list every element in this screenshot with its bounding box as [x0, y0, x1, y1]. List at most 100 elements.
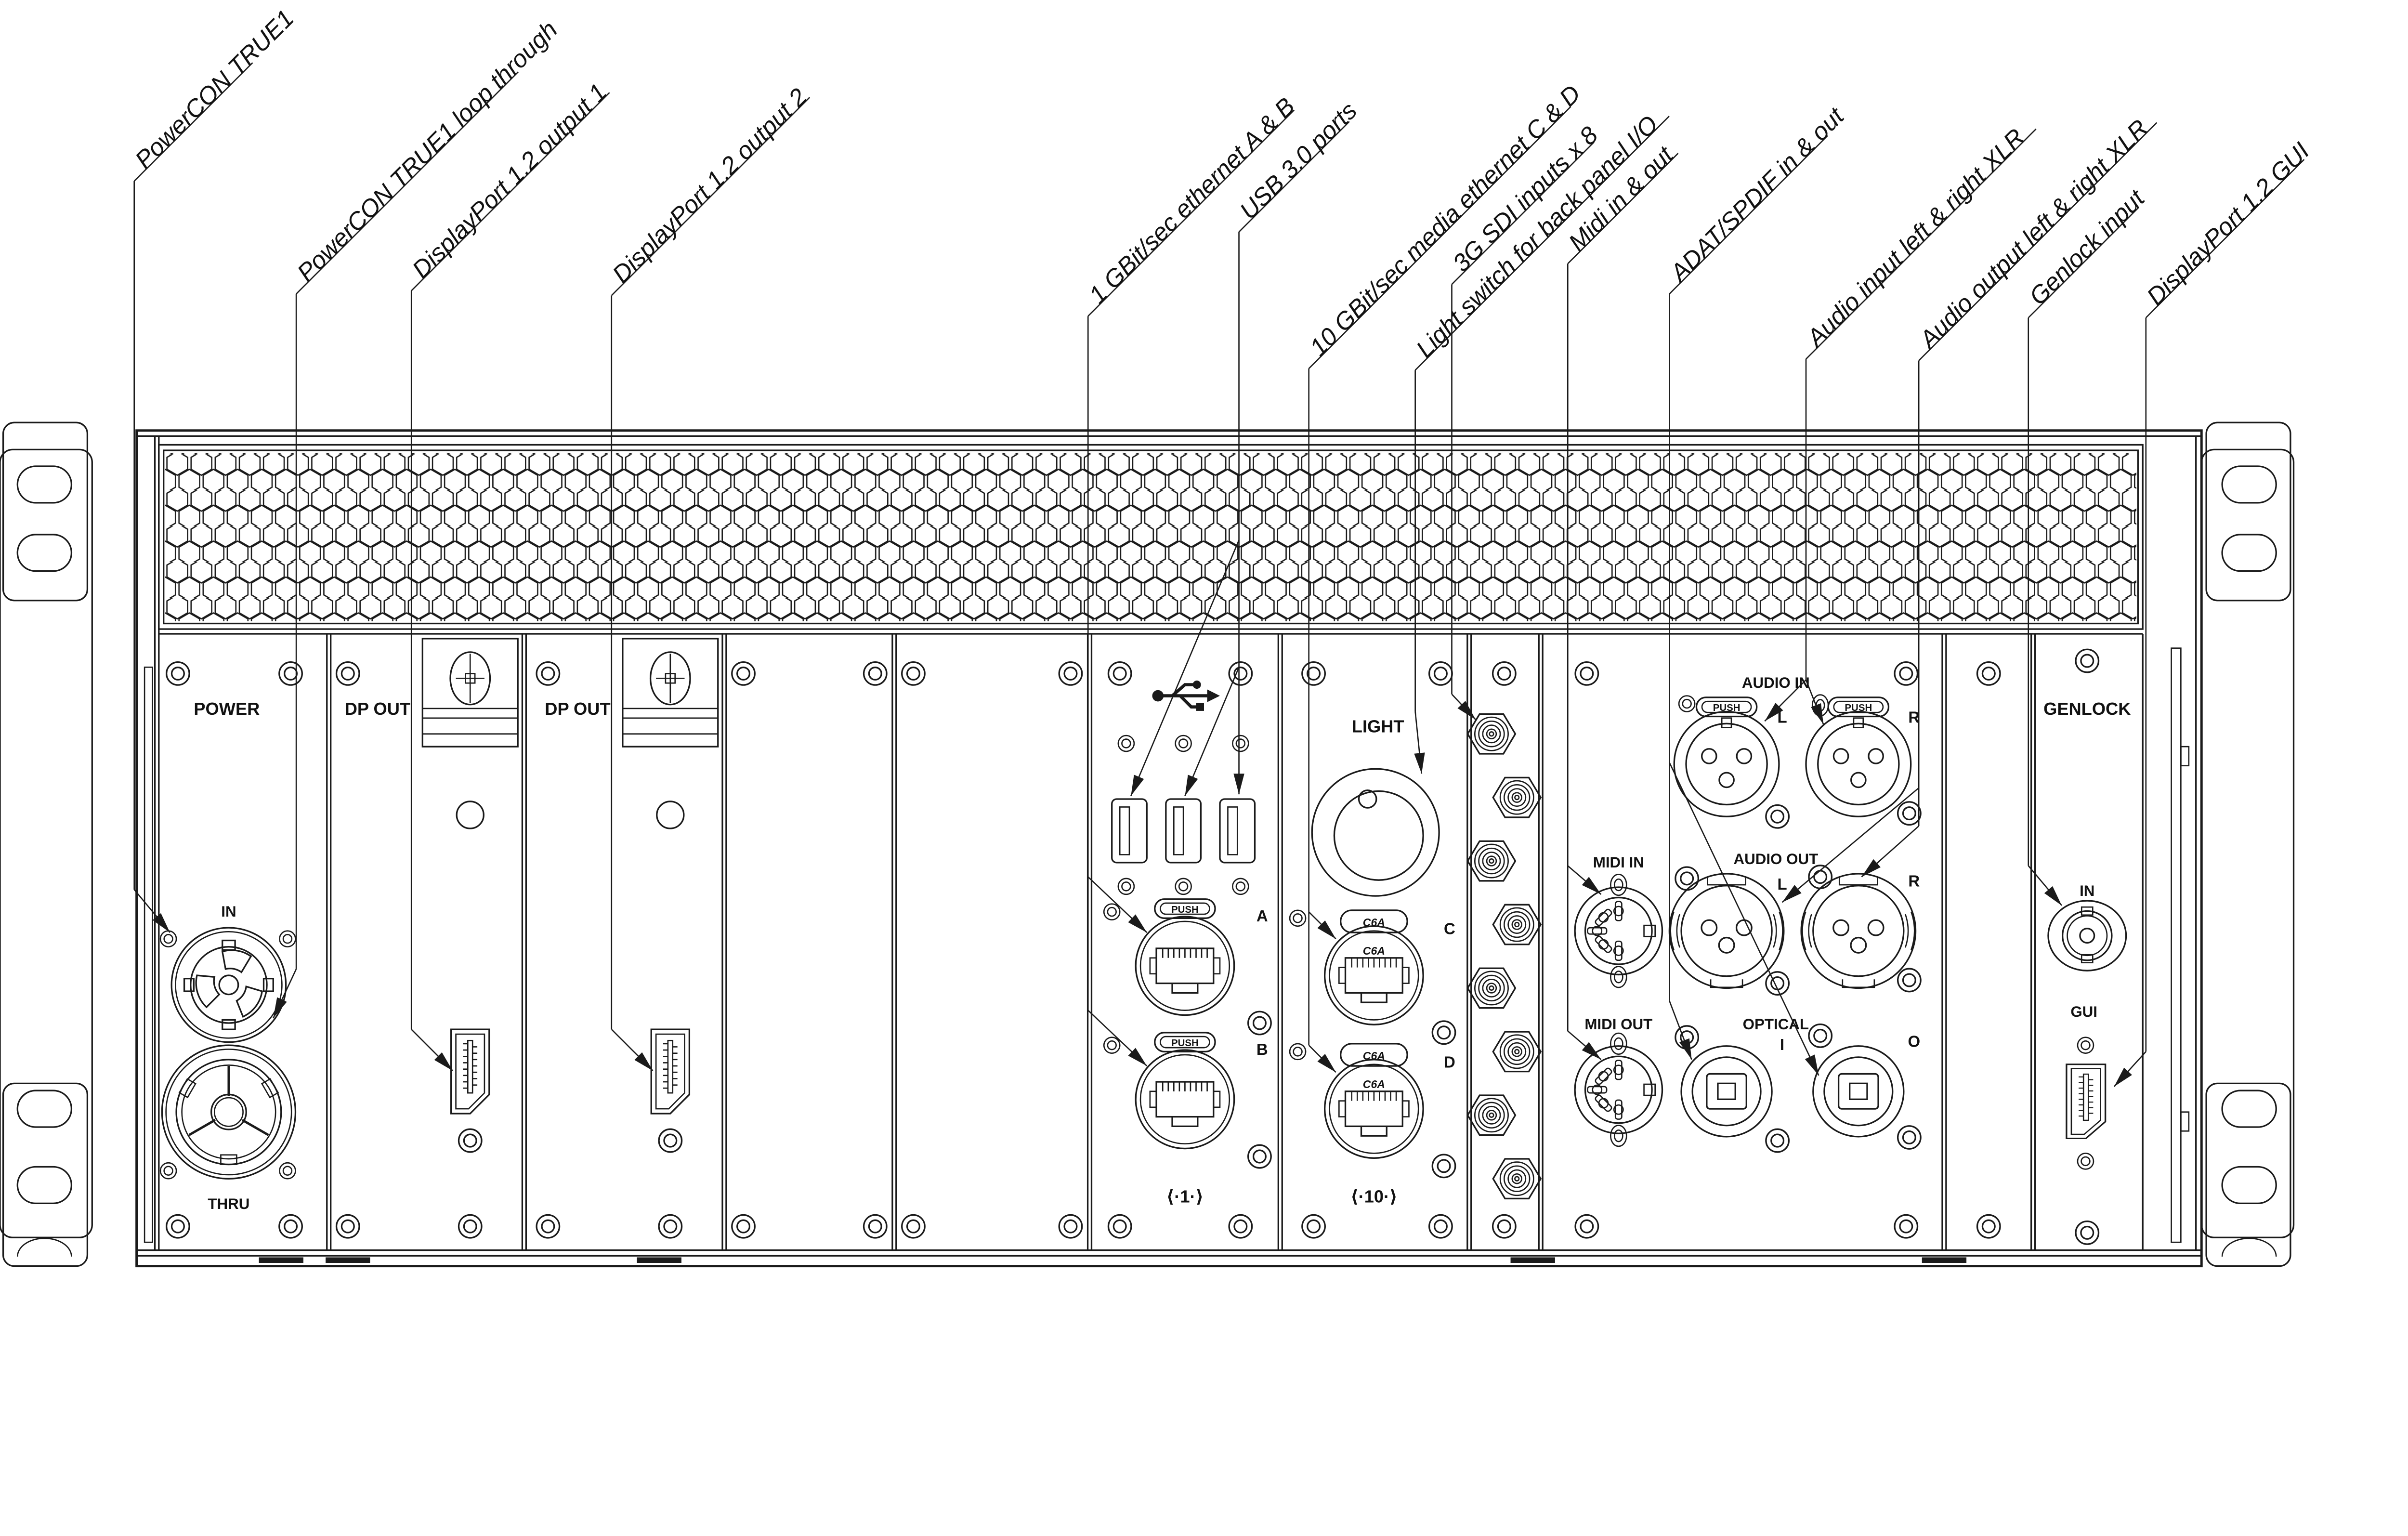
diagram-canvas: POWER IN THRU DP OUT DP OUT PUSH A [0, 4, 2315, 1268]
ethercon-b [1135, 1049, 1235, 1150]
bottom-rail [136, 1249, 2202, 1263]
leader-diagonal [296, 71, 519, 295]
screw [1431, 1020, 1456, 1045]
leader-arrowhead-icon [1811, 703, 1824, 724]
audio-out-left-xlr [1668, 873, 1785, 989]
leader-branch [1130, 539, 1240, 796]
mounting-slot [1922, 1257, 1967, 1263]
left-rail [144, 666, 153, 1243]
screw [278, 1214, 303, 1239]
hex-vent-pattern [165, 452, 2137, 621]
leader-arrowhead-icon [1805, 1054, 1819, 1076]
callout-label-light-switch: Light switch for back panel I/O [1411, 110, 1663, 363]
push-label: PUSH [1171, 904, 1199, 915]
leader-arrowhead-icon [1185, 775, 1198, 796]
leader-diagonal [133, 62, 253, 182]
audio-in-right-label: R [1908, 709, 1920, 726]
leader-arrowhead-icon [634, 1052, 653, 1071]
leader-diagonal [2145, 159, 2305, 318]
push-label: PUSH [1713, 702, 1741, 713]
leader-arrowhead-icon [434, 1052, 453, 1071]
callout-label-displayport-gui: DisplayPort 1.2 GUI [2141, 137, 2315, 311]
leader-diagonal [1669, 135, 1828, 295]
leader-arrowhead-icon [2044, 886, 2062, 906]
mounting-slot [259, 1257, 303, 1263]
screw [2075, 1220, 2100, 1245]
screw [1492, 661, 1517, 686]
module-dp-out-2: DP OUT [536, 638, 719, 1239]
callout-label-usb3-ports: USB 3.0 ports [1234, 97, 1362, 224]
midi-out-connector [1575, 1046, 1662, 1133]
slot-marking-1: ⟨·1·⟩ [1166, 1187, 1204, 1207]
audio-in-left-label: L [1777, 709, 1787, 726]
light-switch-knob [1311, 768, 1440, 897]
sdi-input-2 [1492, 776, 1542, 818]
leader-arrowhead-icon [1782, 885, 1802, 903]
audio-out-right-xlr [1800, 873, 1917, 989]
midi-out-label: MIDI OUT [1584, 1016, 1652, 1033]
ejector-latch [622, 638, 719, 748]
audio-in-label: AUDIO IN [1742, 674, 1810, 691]
screw [2075, 648, 2100, 673]
sdi-input-8 [1492, 1158, 1542, 1200]
ethernet-c-label: C [1444, 919, 1455, 937]
leader-arrowhead-icon [1765, 703, 1783, 722]
mounting-slot [637, 1257, 681, 1263]
sdi-input-6 [1492, 1031, 1542, 1073]
usb-icon [1152, 680, 1220, 711]
module-ethernet-1g: PUSH A PUSH B ⟨·1·⟩ [1103, 661, 1272, 1239]
displayport-gui-connector [2066, 1063, 2107, 1140]
audio-out-left-label: L [1777, 875, 1787, 893]
screw [159, 1162, 177, 1180]
module-blank-3 [1976, 661, 2001, 1239]
displayport-output-2-connector [650, 1028, 691, 1115]
leader-diagonal [1414, 116, 1670, 371]
callout-label-powercon-true1: PowerCON TRUE1 [130, 4, 299, 174]
c6a-face-label: C6A [1363, 1078, 1385, 1090]
genlock-in-label: IN [2080, 882, 2094, 899]
screw [159, 930, 177, 948]
dp-out-1-label: DP OUT [345, 699, 410, 719]
screw [1428, 661, 1453, 686]
module-blank-2 [901, 661, 1083, 1239]
leader-diagonal [1238, 121, 1350, 233]
screw [335, 1214, 360, 1239]
audio-out-label: AUDIO OUT [1733, 851, 1818, 867]
screw [1431, 1154, 1456, 1179]
sdi-input-3 [1466, 840, 1517, 882]
screw [166, 661, 190, 686]
screw [458, 1128, 483, 1153]
usb-port-1 [1111, 798, 1148, 864]
power-module-label: POWER [194, 699, 260, 719]
screw [658, 1214, 683, 1239]
ejector-latch [421, 638, 519, 748]
usb-port-3 [1219, 798, 1256, 864]
leader-arrowhead-icon [1457, 701, 1476, 720]
module-dp-out-1: DP OUT [335, 638, 519, 1239]
callout-displayport-gui: DisplayPort 1.2 GUI [2113, 137, 2315, 1087]
displayport-output-1-connector [450, 1028, 490, 1115]
callout-label-adat-spdif: ADAT/SPDIF in & out [1664, 102, 1850, 288]
ethercon-d [1324, 1059, 1424, 1159]
leader-arrowhead-icon [1128, 1048, 1147, 1066]
screw [279, 1162, 296, 1180]
screw [536, 1214, 561, 1239]
module-genlock: GENLOCK IN GUI [2043, 648, 2131, 1245]
module-sdi [1466, 661, 1542, 1239]
module-media-10g: LIGHT C6A C C6A C6A D C6A ⟨·10·⟩ [1289, 661, 1456, 1239]
chassis [0, 421, 2295, 1268]
module-separators [326, 633, 2144, 1250]
ethernet-d-label: D [1444, 1053, 1455, 1071]
leader-arrowhead-icon [1414, 752, 1425, 774]
callout-label-audio-input-xlr: Audio input left & right XLR [1800, 123, 2029, 353]
leader-arrowhead-icon [1128, 914, 1147, 933]
push-label: PUSH [1845, 702, 1872, 713]
mounting-slot [326, 1257, 370, 1263]
leader-arrowhead-icon [273, 997, 287, 1019]
screw [458, 1214, 483, 1239]
screw [536, 661, 561, 686]
ethernet-b-label: B [1256, 1040, 1268, 1058]
dp-out-2-label: DP OUT [545, 699, 610, 719]
powercon-thru-connector [162, 1045, 295, 1179]
leader-arrowhead-icon [1317, 920, 1336, 939]
